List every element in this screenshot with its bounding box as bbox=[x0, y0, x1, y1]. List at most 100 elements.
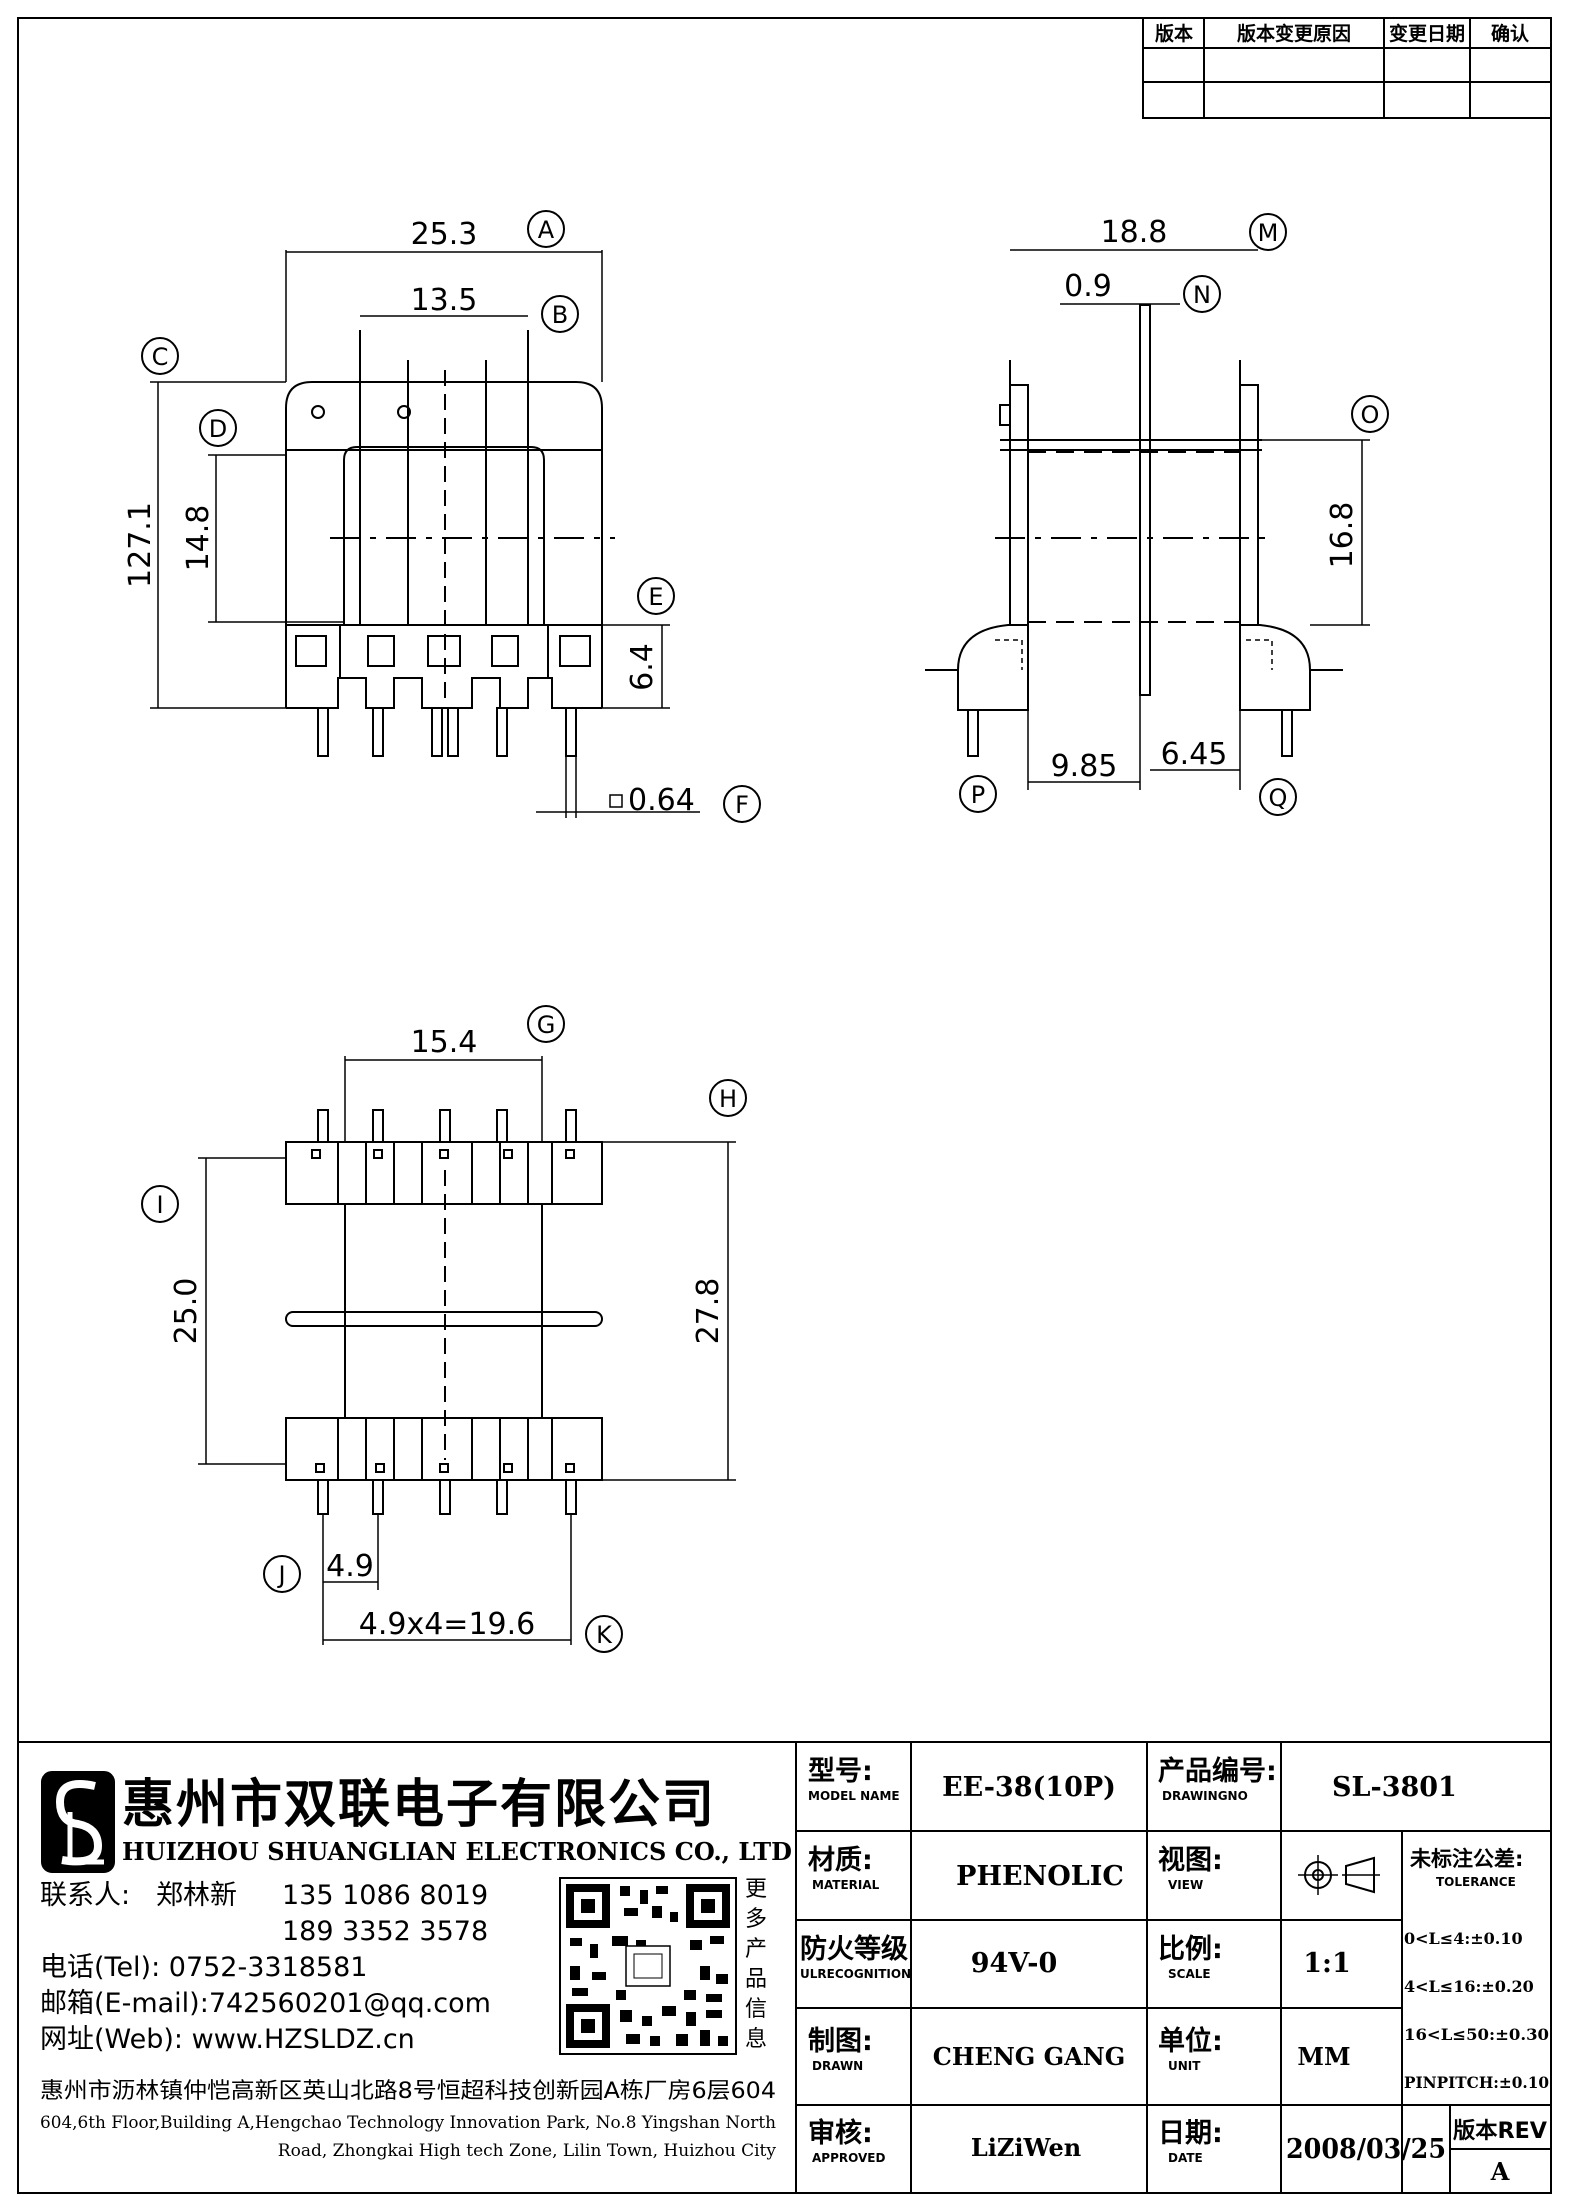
dim-G-value: 15.4 bbox=[411, 1025, 478, 1060]
SL-monogram-icon bbox=[41, 1771, 115, 1873]
drawing-no-label-en: DRAWINGNO bbox=[1162, 1789, 1248, 1803]
dim-H-value: 27.8 bbox=[691, 1278, 726, 1345]
address-en-line2: Road, Zhongkai High tech Zone, Lilin Tow… bbox=[278, 2141, 777, 2161]
drawn-label-zh: 制图: bbox=[808, 2026, 873, 2057]
company-name-zh: 惠州市双联电子有限公司 bbox=[122, 1774, 716, 1835]
callout-B: B bbox=[552, 301, 568, 329]
tolerance-line-4: PINPITCH:±0.10 bbox=[1404, 2073, 1549, 2092]
address-en-line1: 604,6th Floor,Building A,Hengchao Techno… bbox=[40, 2113, 776, 2133]
dim-C-value: 127.1 bbox=[123, 502, 158, 588]
drawn-value: CHENG GANG bbox=[933, 2042, 1125, 2071]
side-view: 18.8 M 0.9 N 16.8 O 9.85 6.45 P Q bbox=[925, 213, 1389, 816]
rev-header-confirm: 确认 bbox=[1491, 22, 1529, 45]
scale-value: 1:1 bbox=[1303, 1948, 1351, 1979]
callout-G: G bbox=[537, 1011, 556, 1039]
tolerance-label-zh: 未标注公差: bbox=[1410, 1847, 1523, 1871]
callout-M: M bbox=[1258, 219, 1279, 247]
callout-A: A bbox=[538, 216, 555, 244]
fire-rating-label-zh: 防火等级 bbox=[800, 1933, 908, 1965]
tolerance-line-1: 0<L≤4:±0.10 bbox=[1404, 1929, 1523, 1948]
date-label-zh: 日期: bbox=[1158, 2118, 1223, 2149]
material-label-zh: 材质: bbox=[808, 1845, 873, 1876]
callout-E: E bbox=[648, 583, 663, 611]
tolerance-label-en: TOLERANCE bbox=[1436, 1875, 1516, 1889]
callout-H: H bbox=[719, 1085, 737, 1113]
contact-phone-2: 189 3352 3578 bbox=[282, 1916, 488, 1947]
dim-F-value: 0.64 bbox=[628, 783, 695, 818]
dim-E-value: 6.4 bbox=[625, 643, 660, 691]
contact-tel: 电话(Tel): 0752-3318581 bbox=[40, 1952, 367, 1983]
callout-C: C bbox=[152, 343, 169, 371]
qr-caption-char: 信 bbox=[745, 1997, 767, 2022]
view-label-zh: 视图: bbox=[1158, 1845, 1223, 1876]
contact-email: 邮箱(E-mail):742560201@qq.com bbox=[40, 1988, 491, 2019]
bottom-view: 15.4 G 27.8 H 25.0 I 4.9 J 4.9x4=19.6 K bbox=[141, 1005, 747, 1653]
unit-label-zh: 单位: bbox=[1158, 2025, 1223, 2057]
drawing-no-value: SL-3801 bbox=[1332, 1772, 1457, 1803]
rev-header-date: 变更日期 bbox=[1389, 22, 1465, 45]
contact-web: 网址(Web): www.HZSLDZ.cn bbox=[40, 2024, 415, 2055]
revision-table: 版本 版本变更原因 变更日期 确认 bbox=[1142, 17, 1552, 119]
title-block bbox=[18, 1741, 1551, 2193]
dim-M-value: 18.8 bbox=[1101, 215, 1168, 250]
dim-J-value: 4.9 bbox=[326, 1549, 374, 1584]
dim-P-value: 9.85 bbox=[1051, 749, 1118, 784]
rev-label: 版本REV bbox=[1453, 2119, 1547, 2144]
callout-F: F bbox=[735, 791, 749, 819]
dim-N-value: 0.9 bbox=[1064, 269, 1112, 304]
contact-phone-1: 135 1086 8019 bbox=[282, 1880, 488, 1911]
approved-label-en: APPROVED bbox=[812, 2151, 885, 2165]
model-label-en: MODEL NAME bbox=[808, 1789, 900, 1803]
callout-I: I bbox=[156, 1191, 163, 1219]
tolerance-line-2: 4<L≤16:±0.20 bbox=[1404, 1977, 1534, 1996]
material-value: PHENOLIC bbox=[956, 1861, 1124, 1892]
material-label-en: MATERIAL bbox=[812, 1878, 880, 1892]
callout-K: K bbox=[596, 1621, 613, 1649]
dim-I-value: 25.0 bbox=[169, 1278, 204, 1345]
sheet-border bbox=[17, 17, 1552, 2194]
date-value: 2008/03/25 bbox=[1286, 2134, 1446, 2165]
callout-Q: Q bbox=[1269, 784, 1288, 812]
front-view: 25.3 A 13.5 B 127.1 C 14.8 D 6.4 E bbox=[123, 210, 761, 823]
qr-caption-char: 更 bbox=[745, 1877, 767, 1902]
company-name-en: HUIZHOU SHUANGLIAN ELECTRONICS CO., LTD bbox=[122, 1837, 792, 1866]
dim-A-value: 25.3 bbox=[411, 217, 478, 252]
address-zh: 惠州市沥林镇仲恺高新区英山北路8号恒超科技创新园A栋厂房6层604 bbox=[40, 2079, 776, 2104]
qr-code-icon bbox=[559, 1877, 737, 2055]
dim-D-value: 14.8 bbox=[181, 505, 216, 572]
rev-header-version: 版本 bbox=[1155, 22, 1193, 45]
date-label-en: DATE bbox=[1168, 2151, 1203, 2165]
unit-value: MM bbox=[1297, 2042, 1350, 2071]
scale-label-zh: 比例: bbox=[1158, 1934, 1223, 1965]
callout-P: P bbox=[971, 781, 985, 809]
dim-B-value: 13.5 bbox=[411, 283, 478, 318]
model-label-zh: 型号: bbox=[808, 1756, 873, 1787]
contact-label: 联系人: bbox=[40, 1880, 130, 1911]
approved-value: LiZiWen bbox=[971, 2133, 1081, 2162]
dim-O-value: 16.8 bbox=[1325, 502, 1360, 569]
callout-D: D bbox=[209, 415, 227, 443]
drawn-label-en: DRAWN bbox=[812, 2059, 863, 2073]
fire-rating-value: 94V-0 bbox=[971, 1948, 1058, 1979]
fire-rating-label-en: ULRECOGNITION bbox=[800, 1967, 911, 1981]
dim-Q-value: 6.45 bbox=[1161, 737, 1228, 772]
projection-symbol-icon bbox=[1298, 1855, 1380, 1895]
qr-caption-char: 多 bbox=[745, 1907, 767, 1932]
drawing-no-label-zh: 产品编号: bbox=[1158, 1755, 1277, 1787]
dim-K-value: 4.9x4=19.6 bbox=[359, 1607, 535, 1642]
callout-J: J bbox=[276, 1561, 285, 1589]
qr-caption-char: 品 bbox=[745, 1967, 767, 1992]
model-value: EE-38(10P) bbox=[942, 1772, 1116, 1803]
contact-name: 郑林新 bbox=[156, 1880, 237, 1911]
tolerance-line-3: 16<L≤50:±0.30 bbox=[1404, 2025, 1549, 2044]
scale-label-en: SCALE bbox=[1168, 1967, 1211, 1981]
view-label-en: VIEW bbox=[1168, 1878, 1203, 1892]
qr-caption-char: 产 bbox=[745, 1937, 767, 1962]
qr-caption-char: 息 bbox=[745, 2027, 767, 2052]
rev-value: A bbox=[1490, 2157, 1510, 2186]
approved-label-zh: 审核: bbox=[808, 2117, 873, 2149]
unit-label-en: UNIT bbox=[1168, 2059, 1201, 2073]
callout-O: O bbox=[1361, 401, 1380, 429]
